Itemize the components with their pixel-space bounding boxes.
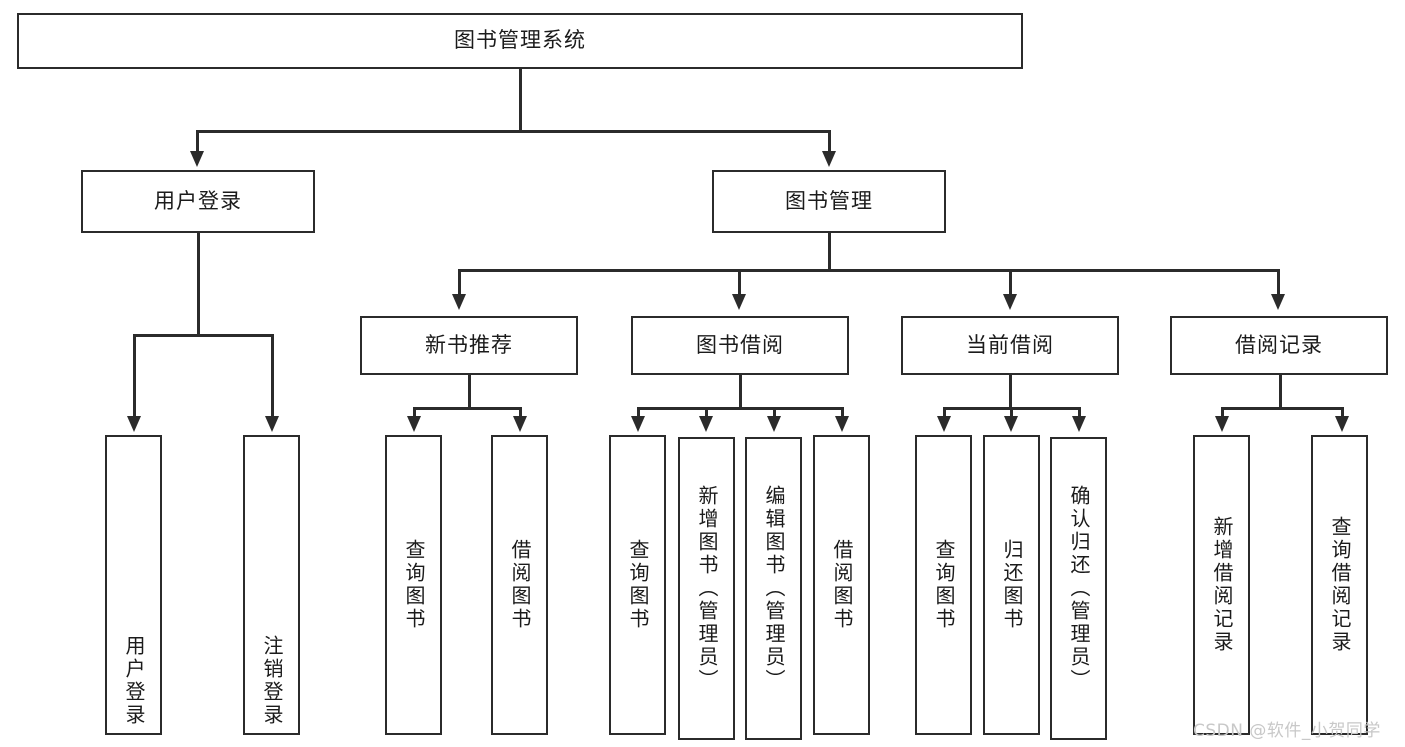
arrow-book-borrow-to-leaf-4	[835, 416, 849, 432]
arrow-book-borrow-to-leaf-2	[699, 416, 713, 432]
arrow-bm-to-borrow-records	[1271, 294, 1285, 310]
connector-bm-to-new-book	[458, 269, 461, 296]
node-root-book-management-system[interactable]: 图书管理系统	[17, 13, 1023, 69]
connector-book-borrow-to-leaf-3	[773, 407, 776, 418]
connector-new-book-bar	[413, 407, 521, 410]
connector-new-book-to-leaf-1	[413, 407, 416, 418]
node-book-management[interactable]: 图书管理	[712, 170, 946, 233]
leaf-book-borrow-edit-book-admin[interactable]: 编辑图书（管理员）	[745, 437, 802, 740]
node-label: 图书管理系统	[454, 28, 586, 53]
leaf-new-book-query-books[interactable]: 查询图书	[385, 435, 442, 735]
connector-bm-to-current-borrow	[1009, 269, 1012, 296]
connector-bm-to-borrow-records	[1277, 269, 1280, 296]
connector-user-login-to-leaf-2	[271, 334, 274, 418]
node-label: 新书推荐	[425, 332, 513, 357]
node-label: 图书借阅	[696, 332, 784, 357]
leaf-current-borrow-return-books[interactable]: 归还图书	[983, 435, 1040, 735]
leaf-label: 借阅图书	[830, 539, 854, 631]
arrow-user-login-to-leaf-2	[265, 416, 279, 432]
connector-root-to-user-login	[196, 130, 199, 153]
node-label: 借阅记录	[1235, 332, 1323, 357]
node-borrow-records[interactable]: 借阅记录	[1170, 316, 1388, 375]
leaf-current-borrow-query-books[interactable]: 查询图书	[915, 435, 972, 735]
leaf-book-borrow-borrow-books[interactable]: 借阅图书	[813, 435, 870, 735]
leaf-label: 确认归还（管理员）	[1067, 485, 1091, 692]
leaf-label: 注销登录	[260, 635, 284, 727]
arrow-current-borrow-to-leaf-2	[1004, 416, 1018, 432]
connector-root-bar	[197, 130, 831, 133]
connector-book-borrow-bar	[637, 407, 843, 410]
leaf-book-borrow-add-book-admin[interactable]: 新增图书（管理员）	[678, 437, 735, 740]
leaf-book-borrow-query-books[interactable]: 查询图书	[609, 435, 666, 735]
connector-current-borrow-to-leaf-1	[943, 407, 946, 418]
leaf-label: 借阅图书	[508, 539, 532, 631]
arrow-new-book-to-leaf-1	[407, 416, 421, 432]
connector-borrow-records-stem	[1279, 375, 1282, 408]
connector-borrow-records-to-leaf-2	[1341, 407, 1344, 418]
leaf-label: 查询图书	[402, 539, 426, 631]
arrow-user-login-to-leaf-1	[127, 416, 141, 432]
arrow-current-borrow-to-leaf-3	[1072, 416, 1086, 432]
csdn-watermark: CSDN @软件_小贺同学	[1193, 721, 1381, 741]
connector-current-borrow-to-leaf-3	[1078, 407, 1081, 418]
node-new-book-recommend[interactable]: 新书推荐	[360, 316, 578, 375]
connector-book-borrow-to-leaf-4	[841, 407, 844, 418]
connector-book-borrow-to-leaf-2	[705, 407, 708, 418]
leaf-new-book-borrow-books[interactable]: 借阅图书	[491, 435, 548, 735]
leaf-label: 编辑图书（管理员）	[762, 485, 786, 692]
connector-book-management-stem	[828, 233, 831, 270]
arrow-current-borrow-to-leaf-1	[937, 416, 951, 432]
leaf-current-borrow-confirm-return-admin[interactable]: 确认归还（管理员）	[1050, 437, 1107, 740]
leaf-label: 归还图书	[1000, 539, 1024, 631]
leaf-user-login-logout[interactable]: 注销登录	[243, 435, 300, 735]
node-current-borrow[interactable]: 当前借阅	[901, 316, 1119, 375]
connector-user-login-to-leaf-1	[133, 334, 136, 418]
arrow-bm-to-current-borrow	[1003, 294, 1017, 310]
arrow-new-book-to-leaf-2	[513, 416, 527, 432]
connector-new-book-stem	[468, 375, 471, 408]
connector-bm-to-book-borrow	[738, 269, 741, 296]
connector-book-management-bar	[458, 269, 1279, 272]
connector-new-book-to-leaf-2	[519, 407, 522, 418]
connector-current-borrow-to-leaf-2	[1010, 407, 1013, 418]
node-book-borrow[interactable]: 图书借阅	[631, 316, 849, 375]
node-label: 图书管理	[785, 188, 873, 213]
leaf-label: 查询图书	[626, 539, 650, 631]
node-user-login[interactable]: 用户登录	[81, 170, 315, 233]
leaf-label: 新增图书（管理员）	[695, 485, 719, 692]
node-label: 当前借阅	[966, 332, 1054, 357]
arrow-book-borrow-to-leaf-3	[767, 416, 781, 432]
arrow-borrow-records-to-leaf-2	[1335, 416, 1349, 432]
connector-root-to-book-management	[828, 130, 831, 153]
connector-user-login-bar	[133, 334, 273, 337]
leaf-label: 用户登录	[122, 635, 146, 727]
node-label: 用户登录	[154, 188, 242, 213]
arrow-bm-to-new-book	[452, 294, 466, 310]
leaf-label: 查询图书	[932, 539, 956, 631]
connector-book-borrow-to-leaf-1	[637, 407, 640, 418]
leaf-label: 查询借阅记录	[1328, 516, 1352, 654]
connector-user-login-stem	[197, 233, 200, 335]
leaf-label: 新增借阅记录	[1210, 516, 1234, 654]
arrow-borrow-records-to-leaf-1	[1215, 416, 1229, 432]
leaf-user-login-login[interactable]: 用户登录	[105, 435, 162, 735]
arrow-book-borrow-to-leaf-1	[631, 416, 645, 432]
connector-current-borrow-stem	[1009, 375, 1012, 408]
leaf-borrow-records-add-record[interactable]: 新增借阅记录	[1193, 435, 1250, 735]
connector-root-stem	[519, 69, 522, 131]
arrow-bm-to-book-borrow	[732, 294, 746, 310]
leaf-borrow-records-query-record[interactable]: 查询借阅记录	[1311, 435, 1368, 735]
connector-borrow-records-to-leaf-1	[1221, 407, 1224, 418]
connector-book-borrow-stem	[739, 375, 742, 408]
connector-borrow-records-bar	[1221, 407, 1343, 410]
arrow-root-to-book-management	[822, 151, 836, 167]
arrow-root-to-user-login	[190, 151, 204, 167]
